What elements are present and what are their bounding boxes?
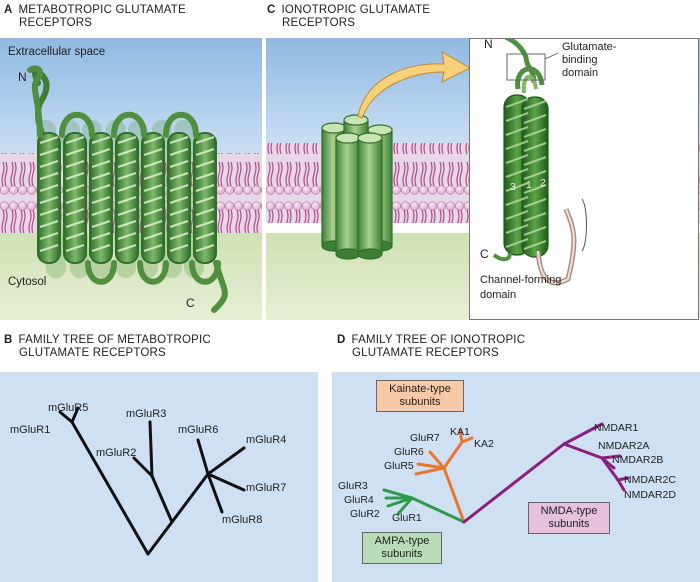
panel-d: Kainate-type subunits AMPA-type subunits… [332, 372, 700, 582]
nmda-subunits-box: NMDA-type subunits [528, 502, 610, 534]
nmda-line1: NMDA-type [540, 505, 598, 517]
leaf-nmdar2a: NMDAR2A [598, 440, 650, 452]
leaf-mglur1: mGluR1 [10, 424, 51, 436]
leaf-mglur6: mGluR6 [178, 424, 219, 436]
channel-bracket [581, 198, 587, 252]
leaf-glur7: GluR7 [410, 432, 440, 444]
kainate-line1: Kainate-type [389, 383, 451, 395]
leaf-ka1: KA1 [450, 426, 470, 438]
extracellular-label: Extracellular space [8, 46, 106, 58]
glutamate-line1: Glutamate- [562, 41, 617, 53]
panel-b-letter: B [4, 334, 13, 346]
leaf-glur1: GluR1 [392, 512, 422, 524]
glutamate-binding-label: Glutamate- binding domain [562, 41, 616, 80]
ampa-line1: AMPA-type [374, 535, 430, 547]
panel-a-n-terminus: N [18, 70, 27, 84]
leaf-glur2: GluR2 [350, 508, 380, 520]
panel-c-letter: C [267, 4, 276, 16]
leaf-glur5: GluR5 [384, 460, 414, 472]
nmda-branches [462, 422, 630, 524]
leaf-glur3: GluR3 [338, 480, 368, 492]
helix-label-1: 1 [526, 179, 532, 191]
panel-b: mGluR5 mGluR1 mGluR3 mGluR2 mGluR6 mGluR… [0, 372, 318, 582]
leaf-mglur8: mGluR8 [222, 514, 263, 526]
leaf-nmdar2b: NMDAR2B [612, 454, 664, 466]
zoom-arrow [357, 51, 472, 119]
leaf-glur6: GluR6 [394, 446, 424, 458]
kainate-line2: subunits [399, 396, 441, 408]
ampa-line2: subunits [381, 548, 423, 560]
panel-a-title-line2: RECEPTORS [19, 17, 93, 29]
panel-a-letter: A [4, 4, 13, 16]
leaf-mglur4: mGluR4 [246, 434, 287, 446]
nmda-line2: subunits [548, 518, 590, 530]
kainate-branches [414, 428, 474, 524]
kainate-subunits-box: Kainate-type subunits [376, 380, 464, 412]
leaf-nmdar2c: NMDAR2C [624, 474, 676, 486]
subunit-inset: N C 3 1 2 Glutamate- binding domain Chan… [469, 38, 699, 320]
helix-label-3: 3 [510, 181, 516, 193]
leaf-mglur3: mGluR3 [126, 408, 167, 420]
leaf-glur4: GluR4 [344, 494, 374, 506]
panel-a-illustration [0, 38, 262, 320]
binding-domain-box [506, 53, 546, 81]
panel-c-title-line2: RECEPTORS [282, 17, 356, 29]
leaf-mglur5: mGluR5 [48, 402, 89, 414]
leaf-nmdar1: NMDAR1 [594, 422, 639, 434]
subunit-illustration [492, 38, 587, 286]
panel-a-title-line1: METABOTROPIC GLUTAMATE [18, 4, 186, 16]
leaf-mglur7: mGluR7 [246, 482, 287, 494]
ampa-subunits-box: AMPA-type subunits [362, 532, 442, 564]
ampa-branches [382, 488, 466, 524]
helix-label-2: 2 [540, 177, 546, 189]
panel-d-letter: D [337, 334, 346, 346]
mglur-tree [58, 406, 246, 556]
panel-b-title-line2: GLUTAMATE RECEPTORS [19, 347, 166, 359]
panel-d-title-line1: FAMILY TREE OF IONOTROPIC [351, 334, 526, 346]
panel-a-c-terminus: C [186, 296, 195, 310]
channel-cylinders [321, 114, 393, 260]
leaf-nmdar2d: NMDAR2D [624, 489, 676, 501]
panel-d-title: D FAMILY TREE OF IONOTROPIC GLUTAMATE REC… [337, 334, 525, 360]
channel-line1: Channel-forming [480, 274, 562, 286]
mglur-loops [27, 65, 228, 313]
glutamate-line2: binding [562, 54, 598, 66]
channel-forming-label: Channel-forming domain [480, 273, 561, 303]
panel-a: Extracellular space N Cytosol C [0, 38, 262, 320]
panel-c-n-terminus: N [484, 38, 493, 51]
panel-c: N C 3 1 2 Glutamate- binding domain Chan… [266, 38, 700, 320]
panel-a-title: A METABOTROPIC GLUTAMATE RECEPTORS [4, 4, 186, 30]
panel-d-title-line2: GLUTAMATE RECEPTORS [352, 347, 499, 359]
glutamate-line3: domain [562, 67, 599, 79]
panel-c-title-line1: IONOTROPIC GLUTAMATE [281, 4, 431, 16]
panel-b-title-line1: FAMILY TREE OF METABOTROPIC [18, 334, 211, 346]
panel-c-title: C IONOTROPIC GLUTAMATE RECEPTORS [267, 4, 430, 30]
leaf-mglur2: mGluR2 [96, 447, 137, 459]
ionotropic-tree [382, 422, 630, 524]
channel-line2: domain [480, 289, 517, 301]
leaf-ka2: KA2 [474, 438, 494, 450]
panel-b-title: B FAMILY TREE OF METABOTROPIC GLUTAMATE R… [4, 334, 211, 360]
panel-c-c-terminus: C [480, 247, 489, 261]
cytosol-label: Cytosol [8, 276, 47, 288]
mglur-coil-stripes [39, 135, 215, 253]
